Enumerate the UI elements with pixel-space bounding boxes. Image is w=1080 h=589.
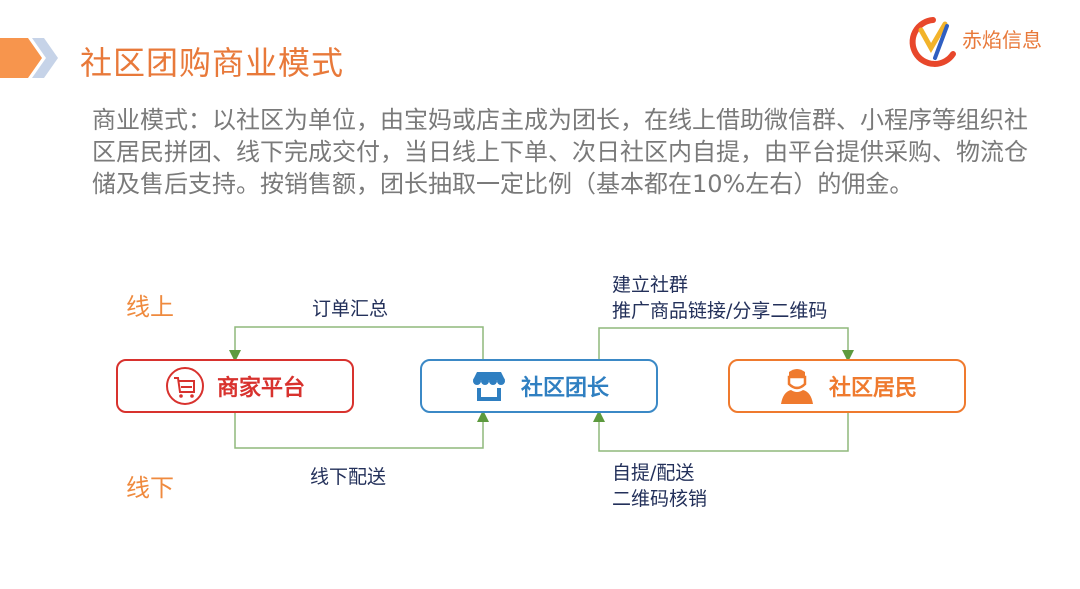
online-label: 线上 — [126, 293, 174, 321]
node-merchant-platform: 商家平台 — [116, 359, 354, 413]
person-icon — [780, 369, 813, 404]
shopping-cart-icon — [165, 367, 204, 405]
node-community-resident: 社区居民 — [728, 359, 966, 413]
storefront-icon — [472, 372, 505, 401]
flow-label-promote-links: 推广商品链接/分享二维码 — [612, 300, 828, 322]
flow-label-build-community: 建立社群 — [612, 274, 689, 296]
flow-label-pickup-delivery: 自提/配送 — [612, 462, 695, 484]
node-label: 社区居民 — [828, 376, 917, 401]
business-model-description: 商业模式：以社区为单位，由宝妈或店主成为团长，在线上借助微信群、小程序等组织社区… — [92, 106, 1028, 198]
flow-label-order-summary: 订单汇总 — [312, 298, 389, 320]
title-chevron-icon — [0, 38, 58, 78]
page-title: 社区团购商业模式 — [80, 44, 345, 82]
node-community-leader: 社区团长 — [420, 359, 658, 413]
node-label: 商家平台 — [216, 376, 305, 401]
flow-label-qr-verify: 二维码核销 — [612, 488, 708, 510]
node-label: 社区团长 — [520, 376, 609, 401]
flow-label-offline-delivery: 线下配送 — [310, 466, 387, 488]
logo-icon — [909, 17, 956, 67]
logo-text: 赤焰信息 — [962, 28, 1042, 52]
offline-label: 线下 — [126, 474, 174, 502]
